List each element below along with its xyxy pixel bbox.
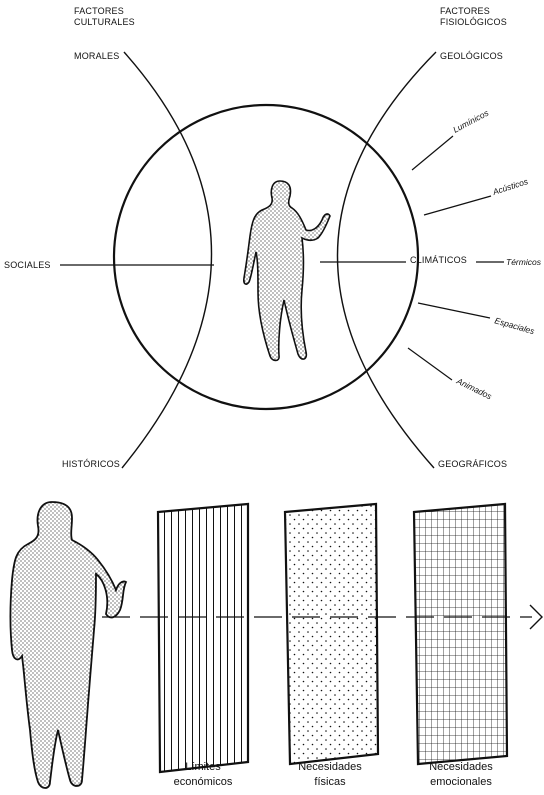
- label-morales: MORALES: [74, 51, 119, 61]
- label-geologicos: GEOLÓGICOS: [440, 51, 503, 61]
- caption-physical-line2: físicas: [314, 776, 346, 788]
- physiological-arc: [336, 51, 437, 469]
- person-figure-top: [243, 180, 331, 362]
- filter-panel-emotional: [412, 502, 509, 766]
- acusticos-line: [423, 195, 492, 216]
- label-acusticos: Acústicos: [491, 176, 530, 197]
- filter-panel-economic: [156, 502, 250, 774]
- main-circle: [112, 103, 420, 411]
- caption-physical-line1: Necesidades: [298, 761, 362, 773]
- caption-economic-line1: Límites: [185, 761, 221, 773]
- header-left-line2: CULTURALES: [74, 17, 135, 27]
- caption-emotional-line2: emocionales: [430, 776, 492, 788]
- filter-panel-physical: [283, 502, 380, 766]
- person-figure-bottom: [9, 501, 128, 789]
- label-climaticos: CLIMÁTICOS: [410, 255, 467, 265]
- caption-economic-line2: económicos: [174, 776, 233, 788]
- animados-line: [407, 347, 453, 381]
- label-sociales: SOCIALES: [4, 260, 51, 270]
- header-right-line2: FISIOLÓGICOS: [440, 17, 507, 27]
- luminicos-line: [411, 135, 454, 171]
- header-left-line1: FACTORES: [74, 6, 124, 16]
- label-geograficos: GEOGRÁFICOS: [438, 459, 507, 469]
- cultural-arc: [121, 51, 213, 469]
- label-animados: Animados: [454, 375, 494, 401]
- label-termicos: Térmicos: [506, 257, 542, 267]
- label-espaciales: Espaciales: [493, 315, 536, 336]
- arrow-head-icon: [529, 604, 543, 630]
- label-historicos: HISTÓRICOS: [62, 459, 120, 469]
- caption-emotional-line1: Necesidades: [429, 761, 493, 773]
- espaciales-line: [417, 302, 491, 319]
- label-luminicos: Lumínicos: [451, 107, 491, 134]
- header-right-line1: FACTORES: [440, 6, 490, 16]
